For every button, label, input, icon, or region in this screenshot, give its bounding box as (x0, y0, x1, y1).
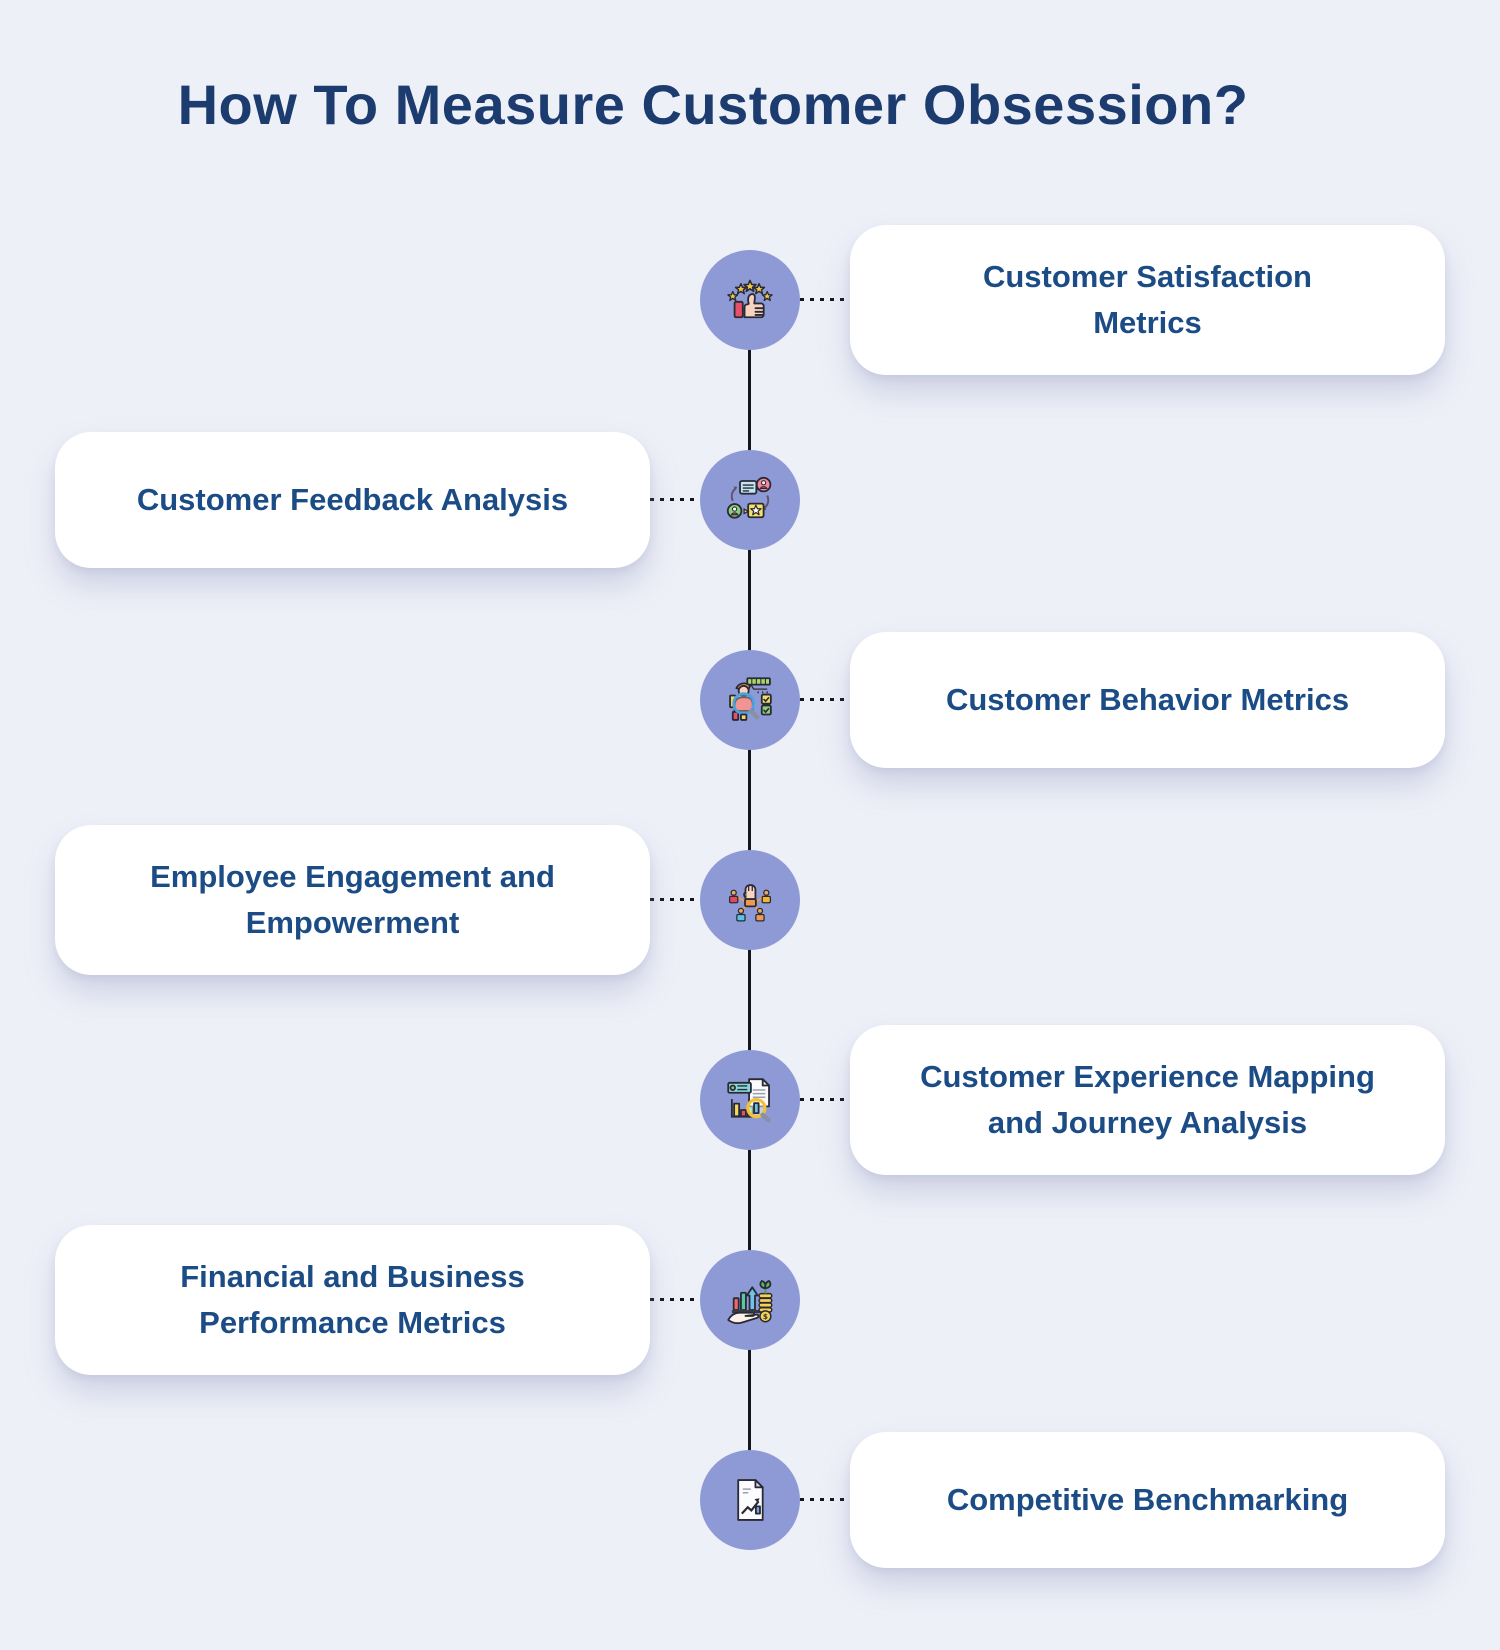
dotted-connector (650, 1298, 700, 1301)
svg-text:$: $ (763, 1312, 768, 1321)
step-card: Customer Satisfaction Metrics (850, 225, 1445, 375)
benchmark-chart-icon (737, 1479, 764, 1521)
growth-coins-icon: $ (727, 1280, 773, 1324)
journey-report-icon (727, 1078, 771, 1123)
step-card: Customer Feedback Analysis (55, 432, 650, 568)
step-label: Customer Feedback Analysis (136, 482, 569, 518)
step-label: Customer Satisfaction Metrics (982, 259, 1312, 340)
dotted-connector (800, 698, 850, 701)
dotted-connector (650, 898, 700, 901)
dotted-connector (800, 298, 850, 301)
timeline-node-1 (700, 250, 800, 350)
dotted-connector (650, 498, 700, 501)
step-card: Competitive Benchmarking (850, 1432, 1445, 1568)
page-title: How To Measure Customer Obsession? (177, 73, 1249, 136)
dotted-connector (800, 1498, 850, 1501)
step-card: Employee Engagement and Empowerment (55, 825, 650, 975)
step-card: Customer Behavior Metrics (850, 632, 1445, 768)
raised-fist-team-icon (728, 884, 772, 922)
step-label: Competitive Benchmarking (946, 1482, 1349, 1518)
thumbs-up-stars-icon (727, 279, 773, 319)
timeline-node-7 (700, 1450, 800, 1550)
timeline-node-3 (700, 650, 800, 750)
timeline-node-5 (700, 1050, 800, 1150)
feedback-exchange-icon (726, 476, 772, 519)
step-label: Employee Engagement and Empowerment (150, 859, 555, 940)
timeline-node-2 (700, 450, 800, 550)
timeline-node-6: $ (700, 1250, 800, 1350)
step-label: Customer Behavior Metrics (945, 682, 1350, 718)
step-card: Customer Experience Mapping and Journey … (850, 1025, 1445, 1175)
dotted-connector (800, 1098, 850, 1101)
timeline-node-4 (700, 850, 800, 950)
step-card: Financial and Business Performance Metri… (55, 1225, 650, 1375)
step-label: Financial and Business Performance Metri… (180, 1259, 525, 1340)
step-label: Customer Experience Mapping and Journey … (920, 1059, 1375, 1140)
customer-analysis-icon (729, 677, 772, 721)
